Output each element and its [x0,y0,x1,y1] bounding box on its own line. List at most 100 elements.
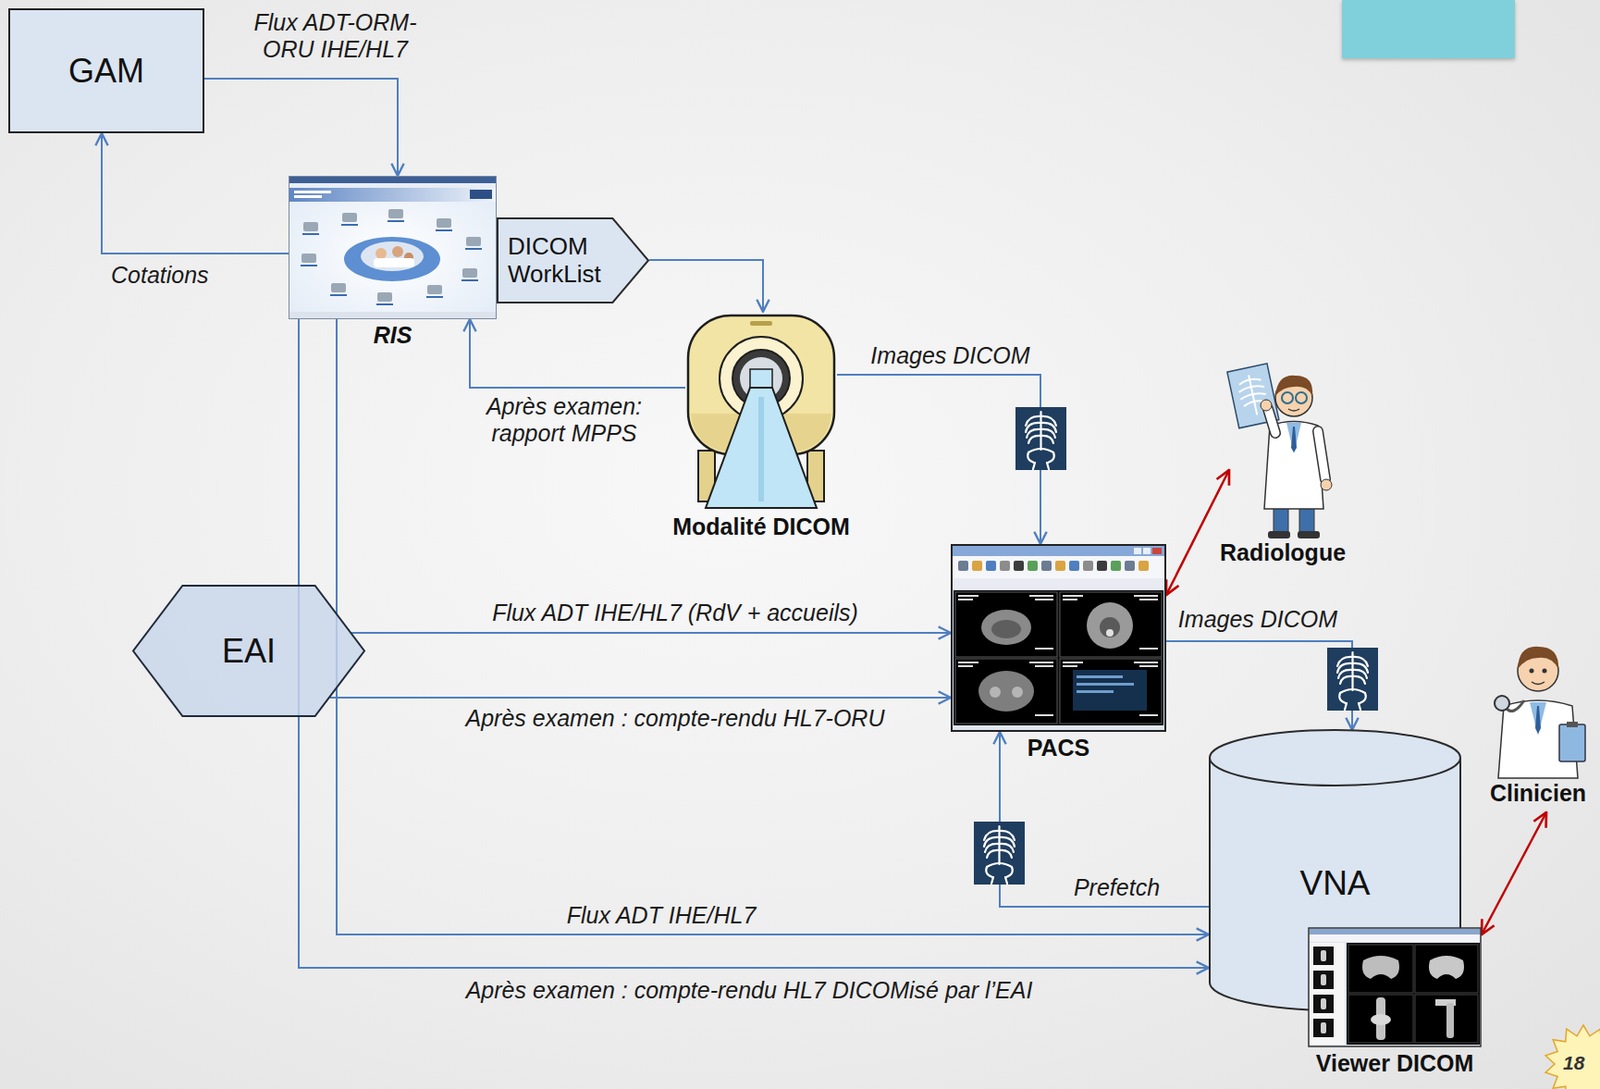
pacs-screenshot-outline-part [981,609,1032,645]
pacs-screenshot-outline-part [1029,594,1054,597]
pacs-screenshot: PACS [950,543,1167,732]
viewer-screenshot-outline-part [1308,927,1481,1047]
flow-arrow [649,259,764,312]
ris-screenshot-outline-part [342,212,357,222]
ris-screenshot-outline-part [462,268,478,278]
radiologist-figure-outline-part [1275,375,1313,396]
flow-arrow [999,731,1209,907]
node-label: VNA [1299,863,1370,904]
pacs-screenshot-outline-part [972,560,983,571]
ris-screenshot-outline-part [377,292,393,302]
pacs-screenshot-outline [950,543,1167,732]
flow-arrow [1166,640,1353,730]
viewer-screenshot-outline-part [1370,1013,1391,1025]
pacs-screenshot-outline-part [991,619,1022,639]
eai-hexagon-outline-part [133,585,365,716]
viewer-screenshot-outline-part [1348,944,1414,993]
ct-scanner: Modalité DICOM [685,311,837,511]
ris-screenshot-outline-part [303,221,319,232]
node-label: Radiologue [1219,539,1346,567]
pacs-screenshot-outline-part [1133,661,1158,664]
ris-screenshot-outline-part [435,229,453,232]
viewer-screenshot-outline-part [1362,955,1400,979]
flow-arrow [836,374,1041,544]
pacs-screenshot-outline-part [1072,669,1147,711]
pacs-screenshot-outline-part [1138,560,1149,571]
ris-screenshot-outline-part [294,195,322,198]
pacs-screenshot-outline-part [958,598,973,601]
ris-screenshot-outline-part [289,176,497,320]
flow-label: Images DICOM [855,342,1046,370]
pacs-screenshot-outline-part [1139,713,1158,716]
flow-label: Après examen : compte-rendu HL7 DICOMisé… [406,976,1092,1004]
node-label: EAI [221,631,276,670]
clinician-figure-outline-part [1529,701,1547,736]
storage-cylinder-outline-part [1209,757,1461,786]
pacs-screenshot-outline-part [1106,628,1114,637]
viewer-screenshot-outline-part [1428,955,1465,979]
pacs-screenshot-outline-part [1139,647,1158,650]
ris-screenshot-outline-part [461,279,479,282]
viewer-screenshot-outline-part [1313,946,1334,965]
ris-screenshot-outline-part [392,246,404,258]
pacs-screenshot-outline-part [1055,560,1066,571]
node-label: DICOM WorkList [507,233,614,289]
corner-tab [1341,0,1515,59]
flow-arrow [469,319,686,388]
xray-icon [1015,406,1067,470]
worklist-tag: DICOM WorkList [496,217,650,304]
radiologist-figure-outline-part [1317,430,1326,480]
ris-screenshot-outline-part [341,223,358,226]
viewer-screenshot-outline-part [1320,1021,1327,1034]
ct-scanner-outline-part [750,320,773,326]
pacs-screenshot-outline-part [1099,616,1120,638]
xray-icon [1327,647,1379,711]
ris-screenshot-outline-part [427,284,443,295]
ct-scanner-outline-part [750,369,773,390]
radiologist-figure-outline-part [1317,430,1326,480]
access-arrow [1481,812,1547,935]
page-star [1545,1024,1600,1089]
ris-screenshot-outline-part [387,220,405,222]
pacs-screenshot-outline-part [1076,689,1114,693]
pacs-screenshot-outline-part [955,591,1058,657]
clinician-figure-outline-part [1535,705,1541,734]
pacs-screenshot-outline-part [1062,598,1078,601]
viewer-screenshot-outline-part [1446,1002,1454,1038]
pacs-screenshot-outline-part [999,560,1010,571]
pacs-screenshot-outline-part [1034,598,1054,601]
node-label: PACS [1027,734,1091,762]
pacs-screenshot-outline-part [1062,661,1084,664]
worklist-tag-outline-part [497,218,649,303]
pacs-screenshot-outline-part [952,555,1165,579]
node-label: Viewer DICOM [1316,1049,1474,1077]
flow-arrow [336,319,1209,935]
pacs-screenshot-outline-part [958,594,979,597]
pacs-screenshot-outline-part [1133,547,1142,554]
ris-screenshot-outline-part [466,236,481,247]
pacs-screenshot-outline-part [1062,594,1084,597]
pacs-screenshot-outline-part [952,545,1165,556]
viewer-screenshot-outline-part [1309,934,1480,942]
pacs-screenshot-outline-part [1011,686,1023,698]
flow-label: Flux ADT IHE/HL7 [476,901,847,929]
viewer-screenshot-outline-part [1320,949,1327,961]
ris-screenshot-outline-part [373,258,415,268]
ris-screenshot-outline-part [465,247,482,250]
radiologist-figure-outline-part [1267,530,1291,539]
pacs-screenshot-outline-part [1139,598,1158,601]
viewer-screenshot-outline-part [1313,1018,1334,1037]
ris-screenshot-outline-part [360,241,424,271]
ris-screenshot-outline-part [344,236,441,282]
access-arrow [1166,469,1230,595]
pacs-screenshot-outline-part [1076,675,1123,678]
viewer-screenshot-outline-part [1346,942,1480,1045]
ris-screenshot-outline-part [294,190,332,194]
radiologist-figure-outline-part [1320,479,1332,491]
pacs-screenshot-outline-part [1029,661,1054,664]
flow-label: Après examen: rapport MPPS [471,393,657,447]
pacs-screenshot-outline-part [958,661,979,664]
ris-screenshot-outline-part [300,264,318,267]
pacs-screenshot-outline-part [1076,682,1134,686]
